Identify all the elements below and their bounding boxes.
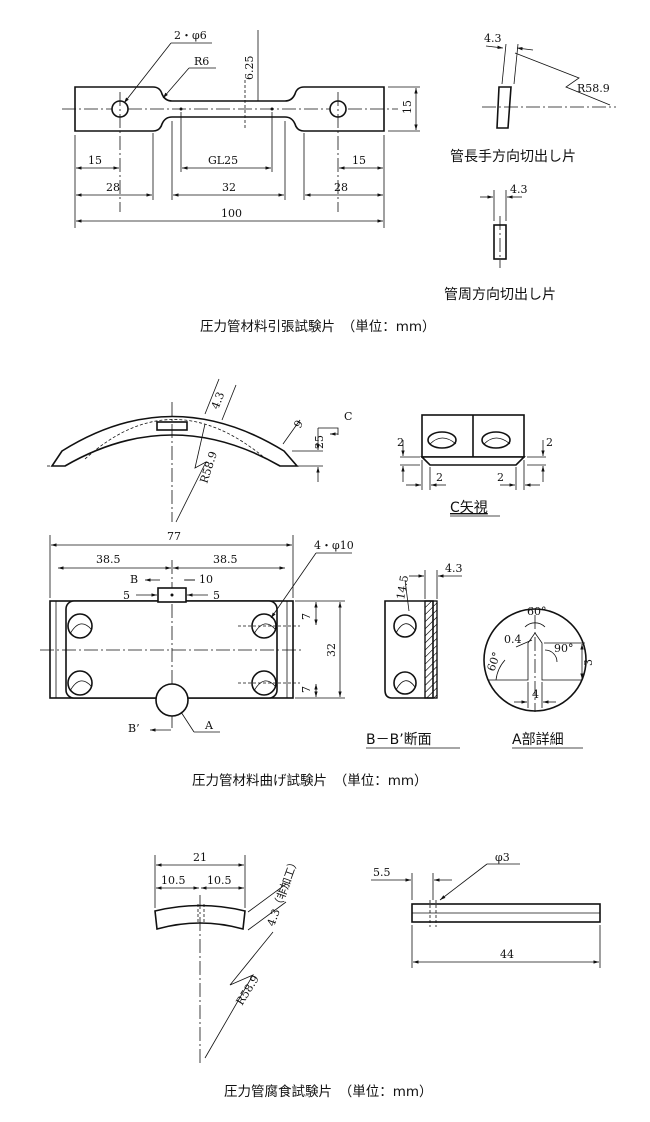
circ-cut-label: 管周方向切出し片 xyxy=(444,287,556,303)
detail-d4: 4 xyxy=(532,688,539,701)
cview-d3: 2 xyxy=(436,471,443,484)
corrosion-section: 21 10.5 10.5 4.3（非加工） R58.9 5.5 φ3 44 圧力… xyxy=(154,851,601,1100)
corr-w21: 21 xyxy=(193,851,207,864)
corrosion-caption: 圧力管腐食試験片 （単位：mm） xyxy=(224,1083,433,1100)
bend-radius: R58.9 xyxy=(197,450,219,485)
w5a-dim: 5 xyxy=(123,589,130,602)
corr-radius: R58.9 xyxy=(234,973,262,1008)
c-view-mark: C xyxy=(344,410,352,423)
right-15-dim: 15 xyxy=(352,154,366,167)
long-cut-label: 管長手方向切出し片 xyxy=(450,149,576,165)
radius-dim: R6 xyxy=(194,55,209,68)
corr-r105: 10.5 xyxy=(207,874,232,887)
gauge-length-dim: GL25 xyxy=(208,154,238,167)
mid-32-dim: 32 xyxy=(222,181,236,194)
cview-d4: 2 xyxy=(497,471,504,484)
section-bp-mark: B’ xyxy=(128,722,140,735)
bend-thickness: 4.3 xyxy=(209,390,228,411)
detail-label: A部詳細 xyxy=(512,732,564,748)
detail-d3: 3 xyxy=(582,659,595,666)
c-view-label: C矢視 xyxy=(450,500,488,516)
cview-d1: 2 xyxy=(397,436,404,449)
width-dim: 15 xyxy=(401,100,414,114)
long-cut-piece xyxy=(496,86,512,129)
corr-l44: 44 xyxy=(500,948,514,961)
corr-d55: 5.5 xyxy=(373,866,391,879)
half-left-dim: 38.5 xyxy=(96,553,121,566)
angle-60-top: 60° xyxy=(527,605,547,618)
h32-dim: 32 xyxy=(325,643,338,657)
p7b-dim: 7 xyxy=(300,686,313,693)
bend-chord-dim: 77 xyxy=(167,530,181,543)
tensile-caption: 圧力管材料引張試験片 （単位：mm） xyxy=(200,319,436,335)
left-28-dim: 28 xyxy=(106,181,120,194)
bend-caption: 圧力管材料曲げ試験片 （単位：mm） xyxy=(192,773,428,789)
w5b-dim: 5 xyxy=(213,589,220,602)
bend-arc-specimen xyxy=(50,415,299,467)
detail-a-mark: A xyxy=(204,719,214,732)
corr-phi3: φ3 xyxy=(495,851,510,864)
bend-h-dim: 25 xyxy=(313,435,326,449)
corr-thickness: 4.3（非加工） xyxy=(265,855,302,928)
bend-section: 4.3 R58.9 9 25 C 77 2 2 xyxy=(40,378,595,789)
w10-dim: 10 xyxy=(199,573,213,586)
bb-d43: 4.3 xyxy=(445,562,463,575)
detail-d04: 0.4 xyxy=(504,633,522,646)
section-b-mark: B xyxy=(130,573,138,586)
bb-label: B－B’断面 xyxy=(366,732,432,748)
circ-cut-thickness: 4.3 xyxy=(510,183,528,196)
holes-dim: 2・φ6 xyxy=(174,29,207,42)
angle-60-left: 60° xyxy=(485,650,504,673)
tensile-section: 2・φ6 R6 6.25 15 15 GL25 15 28 32 xyxy=(62,29,616,335)
left-15-dim: 15 xyxy=(88,154,102,167)
total-100-dim: 100 xyxy=(221,207,242,220)
corr-l105: 10.5 xyxy=(161,874,186,887)
long-cut-radius: R58.9 xyxy=(577,82,610,95)
bb-d145: 14.5 xyxy=(394,574,411,600)
right-28-dim: 28 xyxy=(334,181,348,194)
half-right-dim: 38.5 xyxy=(213,553,238,566)
angle-90: 90° xyxy=(554,642,574,655)
gauge-height-dim: 6.25 xyxy=(243,56,256,81)
cview-d2: 2 xyxy=(546,436,553,449)
p7a-dim: 7 xyxy=(300,613,313,620)
long-cut-thickness: 4.3 xyxy=(484,32,502,45)
bend-holes-dim: 4・φ10 xyxy=(314,539,354,552)
